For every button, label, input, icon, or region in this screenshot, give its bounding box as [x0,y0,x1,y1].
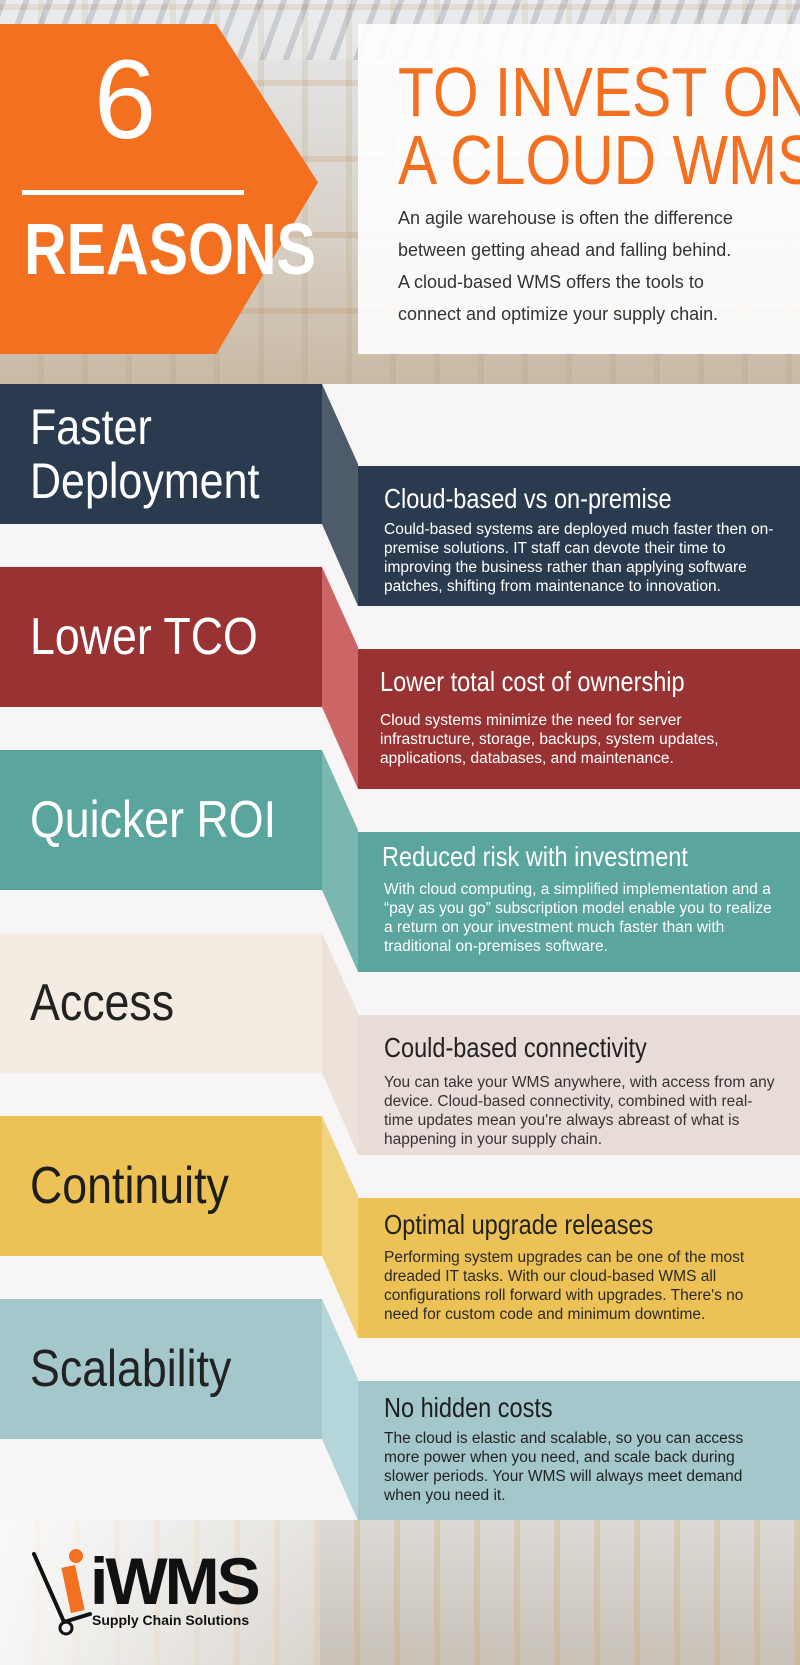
reason-label-panel: Access [0,933,322,1073]
reason-row-faster-deployment: Faster Deployment Cloud-based vs on-prem… [0,384,800,606]
hand-truck-icon [32,1549,92,1636]
reason-row-scalability: Scalability No hidden costs The cloud is… [0,1299,800,1521]
reason-title: No hidden costs [384,1392,553,1423]
badge-word: REASONS [23,210,316,290]
page-title-line-1: TO INVEST ON [398,53,800,131]
reason-title: Could-based connectivity [384,1032,647,1063]
reason-label: Continuity [30,1157,229,1215]
page-title-line-2: A CLOUD WMS [398,121,800,199]
reason-label: Scalability [30,1340,232,1398]
reason-row-access: Access Could-based connectivity You can … [0,933,800,1155]
reason-description-panel: Cloud-based vs on-premise Could-based sy… [358,466,800,606]
reason-description-panel: Could-based connectivity You can take yo… [358,1015,800,1155]
reason-label-panel: Faster Deployment [0,384,322,524]
reason-row-continuity: Continuity Optimal upgrade releases Perf… [0,1116,800,1338]
badge-divider [22,190,244,195]
reason-title: Cloud-based vs on-premise [384,483,672,514]
logo-wordmark: iWMS [90,1548,261,1614]
footer-background [0,1520,800,1665]
reason-text: Could-based systems are deployed much fa… [384,521,774,595]
reason-label-panel: Lower TCO [0,567,322,707]
reason-label-panel: Quicker ROI [0,750,322,890]
intro-panel [358,24,800,354]
reason-text: The cloud is elastic and scalable, so yo… [384,1430,744,1504]
reason-description-panel: Reduced risk with investment With cloud … [358,832,800,972]
reason-text: Cloud systems minimize the need for serv… [380,712,719,767]
reason-connector [322,1299,358,1521]
reason-description-panel: No hidden costs The cloud is elastic and… [358,1381,800,1521]
reason-description-panel: Lower total cost of ownership Cloud syst… [358,649,800,789]
reason-title: Optimal upgrade releases [384,1209,654,1240]
reason-text: You can take your WMS anywhere, with acc… [384,1074,775,1148]
logo-tagline: Supply Chain Solutions [92,1612,250,1628]
reason-row-lower-tco: Lower TCO Lower total cost of ownership … [0,567,800,789]
reason-text: With cloud computing, a simplified imple… [384,881,772,955]
reason-label: Lower TCO [30,608,258,666]
reason-label: Access [30,974,175,1032]
reason-description-panel: Optimal upgrade releases Performing syst… [358,1198,800,1338]
logo-wordmark-text: iWMS [90,1544,261,1618]
intro-text: An agile warehouse is often the differen… [398,208,733,324]
reason-text: Performing system upgrades can be one of… [384,1249,745,1323]
reason-title: Reduced risk with investment [382,841,688,872]
reason-label: Faster Deployment [30,399,260,509]
reason-row-quicker-roi: Quicker ROI Reduced risk with investment… [0,750,800,972]
reason-label-panel: Continuity [0,1116,322,1256]
page-title: TO INVEST ON A CLOUD WMS [398,53,800,199]
reason-label-panel: Scalability [0,1299,322,1439]
badge-number: 6 [93,37,157,162]
company-logo: iWMS Supply Chain Solutions [30,1544,290,1644]
reason-label: Quicker ROI [30,791,277,849]
reason-title: Lower total cost of ownership [380,666,685,697]
